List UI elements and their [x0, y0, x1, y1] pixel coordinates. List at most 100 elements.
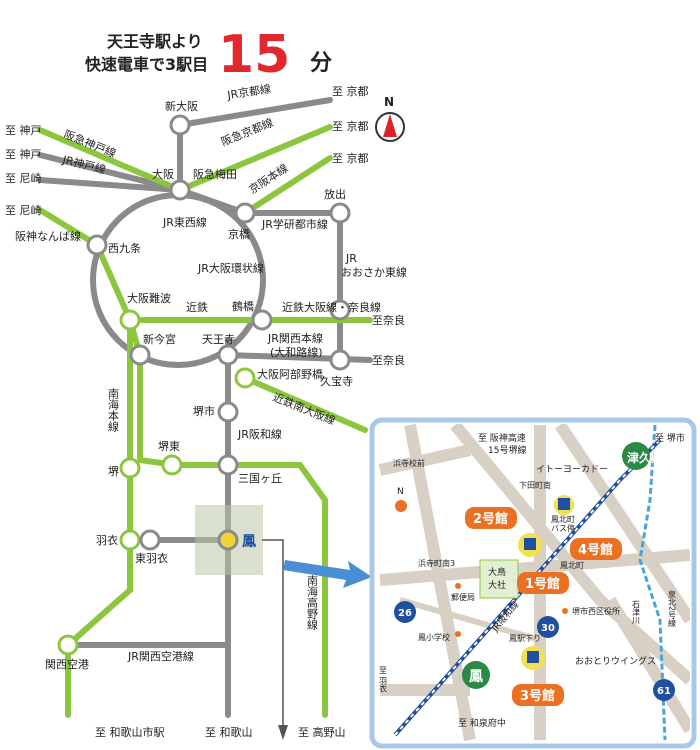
- line-nankai-koya: [127, 317, 328, 718]
- inset-label-tsukuno: 津久野: [627, 450, 663, 465]
- route-30-label: 30: [541, 623, 555, 634]
- header-line1: 天王寺駅より: [107, 32, 203, 51]
- label-jr-higashi-1: JR: [345, 252, 357, 265]
- post-office-icon: [455, 583, 461, 589]
- station-kyuhoji: [329, 349, 351, 371]
- inset-road-h4: [399, 597, 541, 643]
- dest-amagasaki-1: 至 尼崎: [5, 171, 42, 185]
- station-mikunigaoka: [217, 454, 239, 476]
- inset-taisha-1: 大鳥: [488, 566, 506, 578]
- inset-river: [638, 424, 667, 741]
- dest-nara-2: 至奈良: [372, 353, 405, 367]
- station-higashi-mid: [329, 299, 351, 321]
- label-hankyu-umeda: 阪急梅田: [193, 167, 237, 181]
- inset-map: 津久野 鳳 2号館 4号館 1号館 3号館 26 30 61 N 至 阪神高速 …: [369, 417, 697, 749]
- station-shin-imamiya: [129, 344, 151, 366]
- route-26-label: 26: [398, 608, 412, 619]
- line-jr-kobe-2: [37, 177, 183, 193]
- label-osaka: 大阪: [152, 167, 174, 181]
- dest-wakayama: 至 和歌山: [205, 725, 253, 739]
- station-nishikujo: [86, 234, 108, 256]
- label-tennoji: 天王寺: [202, 333, 235, 346]
- inset-station-otori: [462, 661, 490, 689]
- label-jr-kansai-1: JR関西本線: [267, 331, 323, 345]
- inset-shimoda: 下田町南: [519, 480, 551, 490]
- inset-station-tsukuno: [622, 442, 650, 470]
- label-kansai-airport: 関西空港: [45, 657, 89, 671]
- line-hanshin-namba: [37, 207, 133, 323]
- inset-hanshin-exp-1: 至 阪神高速: [478, 432, 526, 444]
- label-mikunigaoka: 三国ヶ丘: [238, 472, 282, 485]
- dest-kyoto-2: 至 京都: [332, 119, 369, 133]
- inset-ishizugawa: 石津川: [632, 600, 641, 624]
- station-hagoromo: [119, 529, 141, 551]
- label-jr-kansai-2: (大和路線): [270, 345, 323, 359]
- header-unit: 分: [310, 51, 332, 76]
- inset-wings: おおとりウイングス: [575, 655, 656, 667]
- inset-shrine: [479, 559, 519, 599]
- station-osaka-namba: [119, 309, 141, 331]
- line-jr-kobe: [37, 152, 183, 193]
- hall-2-label: 2号館: [473, 511, 508, 527]
- label-hankyu-kyoto: 阪急京都線: [219, 115, 275, 149]
- station-kyobashi: [234, 202, 256, 224]
- label-tsuruhashi: 鶴橋: [232, 299, 254, 313]
- compass-icon: [375, 112, 405, 142]
- inset-ito-yokado: イトーヨーカドー: [536, 464, 608, 475]
- inset-taisha-2: 大社: [488, 579, 506, 591]
- inset-hamadera-3: 浜寺町南3: [418, 558, 455, 568]
- label-nankai-main: 南海本線: [107, 388, 120, 432]
- label-kyobashi: 京橋: [228, 227, 250, 241]
- station-sakai: [119, 457, 141, 479]
- inset-senboku: 泉北2号線: [668, 589, 677, 627]
- inset-hamadera-school: 浜寺校前: [393, 458, 425, 468]
- dest-amagasaki-2: 至 尼崎: [5, 203, 42, 217]
- station-sakaihigashi: [161, 454, 183, 476]
- inset-bus-2: バス停: [551, 523, 575, 533]
- inset-otori-station-s: 鳳駅下り: [509, 634, 541, 643]
- hall-1-badge: [517, 572, 569, 594]
- station-hanaten: [329, 202, 351, 224]
- pointer-arrow: [283, 560, 372, 588]
- route-30-sign: [537, 616, 559, 638]
- label-jr-loop: JR大阪環状線: [197, 261, 264, 275]
- inset-hanshin-exp-2: 15号堺線: [488, 444, 526, 456]
- inset-road-h2: [378, 444, 472, 476]
- line-hankyu-kobe: [37, 127, 183, 193]
- label-nishikujo: 西九条: [108, 241, 141, 255]
- label-kintetsu-nara: 近鉄大阪線・奈良線: [282, 300, 381, 314]
- label-jr-kyoto: JR京都線: [225, 81, 272, 102]
- label-nankai-koya: 南海高野線: [306, 575, 319, 630]
- inset-otori-kita: 鳳北町: [560, 561, 584, 570]
- label-sakaihigashi: 堺東: [158, 440, 180, 453]
- inset-road-d2: [555, 424, 690, 624]
- inset-label-otori: 鳳: [469, 669, 483, 685]
- label-sakaishi: 堺市: [193, 404, 215, 418]
- hall-2-badge: [465, 507, 517, 529]
- station-otori: [217, 529, 239, 551]
- label-kyuhoji: 久宝寺: [320, 374, 353, 388]
- station-tennoji: [217, 344, 239, 366]
- school-icon: [455, 631, 461, 637]
- line-keihan: [242, 155, 333, 216]
- inset-road-d1: [450, 424, 690, 685]
- label-kintetsu: 近鉄: [186, 300, 208, 314]
- label-hanaten: 放出: [324, 187, 346, 201]
- inset-otori-school: 鳳小学校: [418, 632, 450, 642]
- inset-to-sakaishi: 至 堺市: [655, 432, 685, 444]
- label-kintetsu-minami: 近鉄南大阪線: [271, 390, 337, 428]
- label-higashi-hagoromo: 東羽衣: [135, 551, 168, 565]
- dest-kobe-1: 至 神戸: [5, 123, 42, 137]
- label-hagoromo: 羽衣: [96, 533, 118, 547]
- line-kintetsu-minami: [242, 375, 368, 433]
- dest-kyoto-1: 至 京都: [332, 84, 369, 98]
- route-61-label: 61: [657, 686, 671, 697]
- label-jr-airport: JR関西空港線: [127, 649, 194, 663]
- inset-ward-office: 堺市西区役所: [572, 606, 620, 616]
- hall-4-badge: [570, 538, 622, 560]
- down-arrow: [262, 539, 284, 730]
- station-kansai-airport: [57, 634, 79, 656]
- label-otori: 鳳: [242, 534, 256, 550]
- header-line2: 快速電車で3駅目: [85, 55, 208, 74]
